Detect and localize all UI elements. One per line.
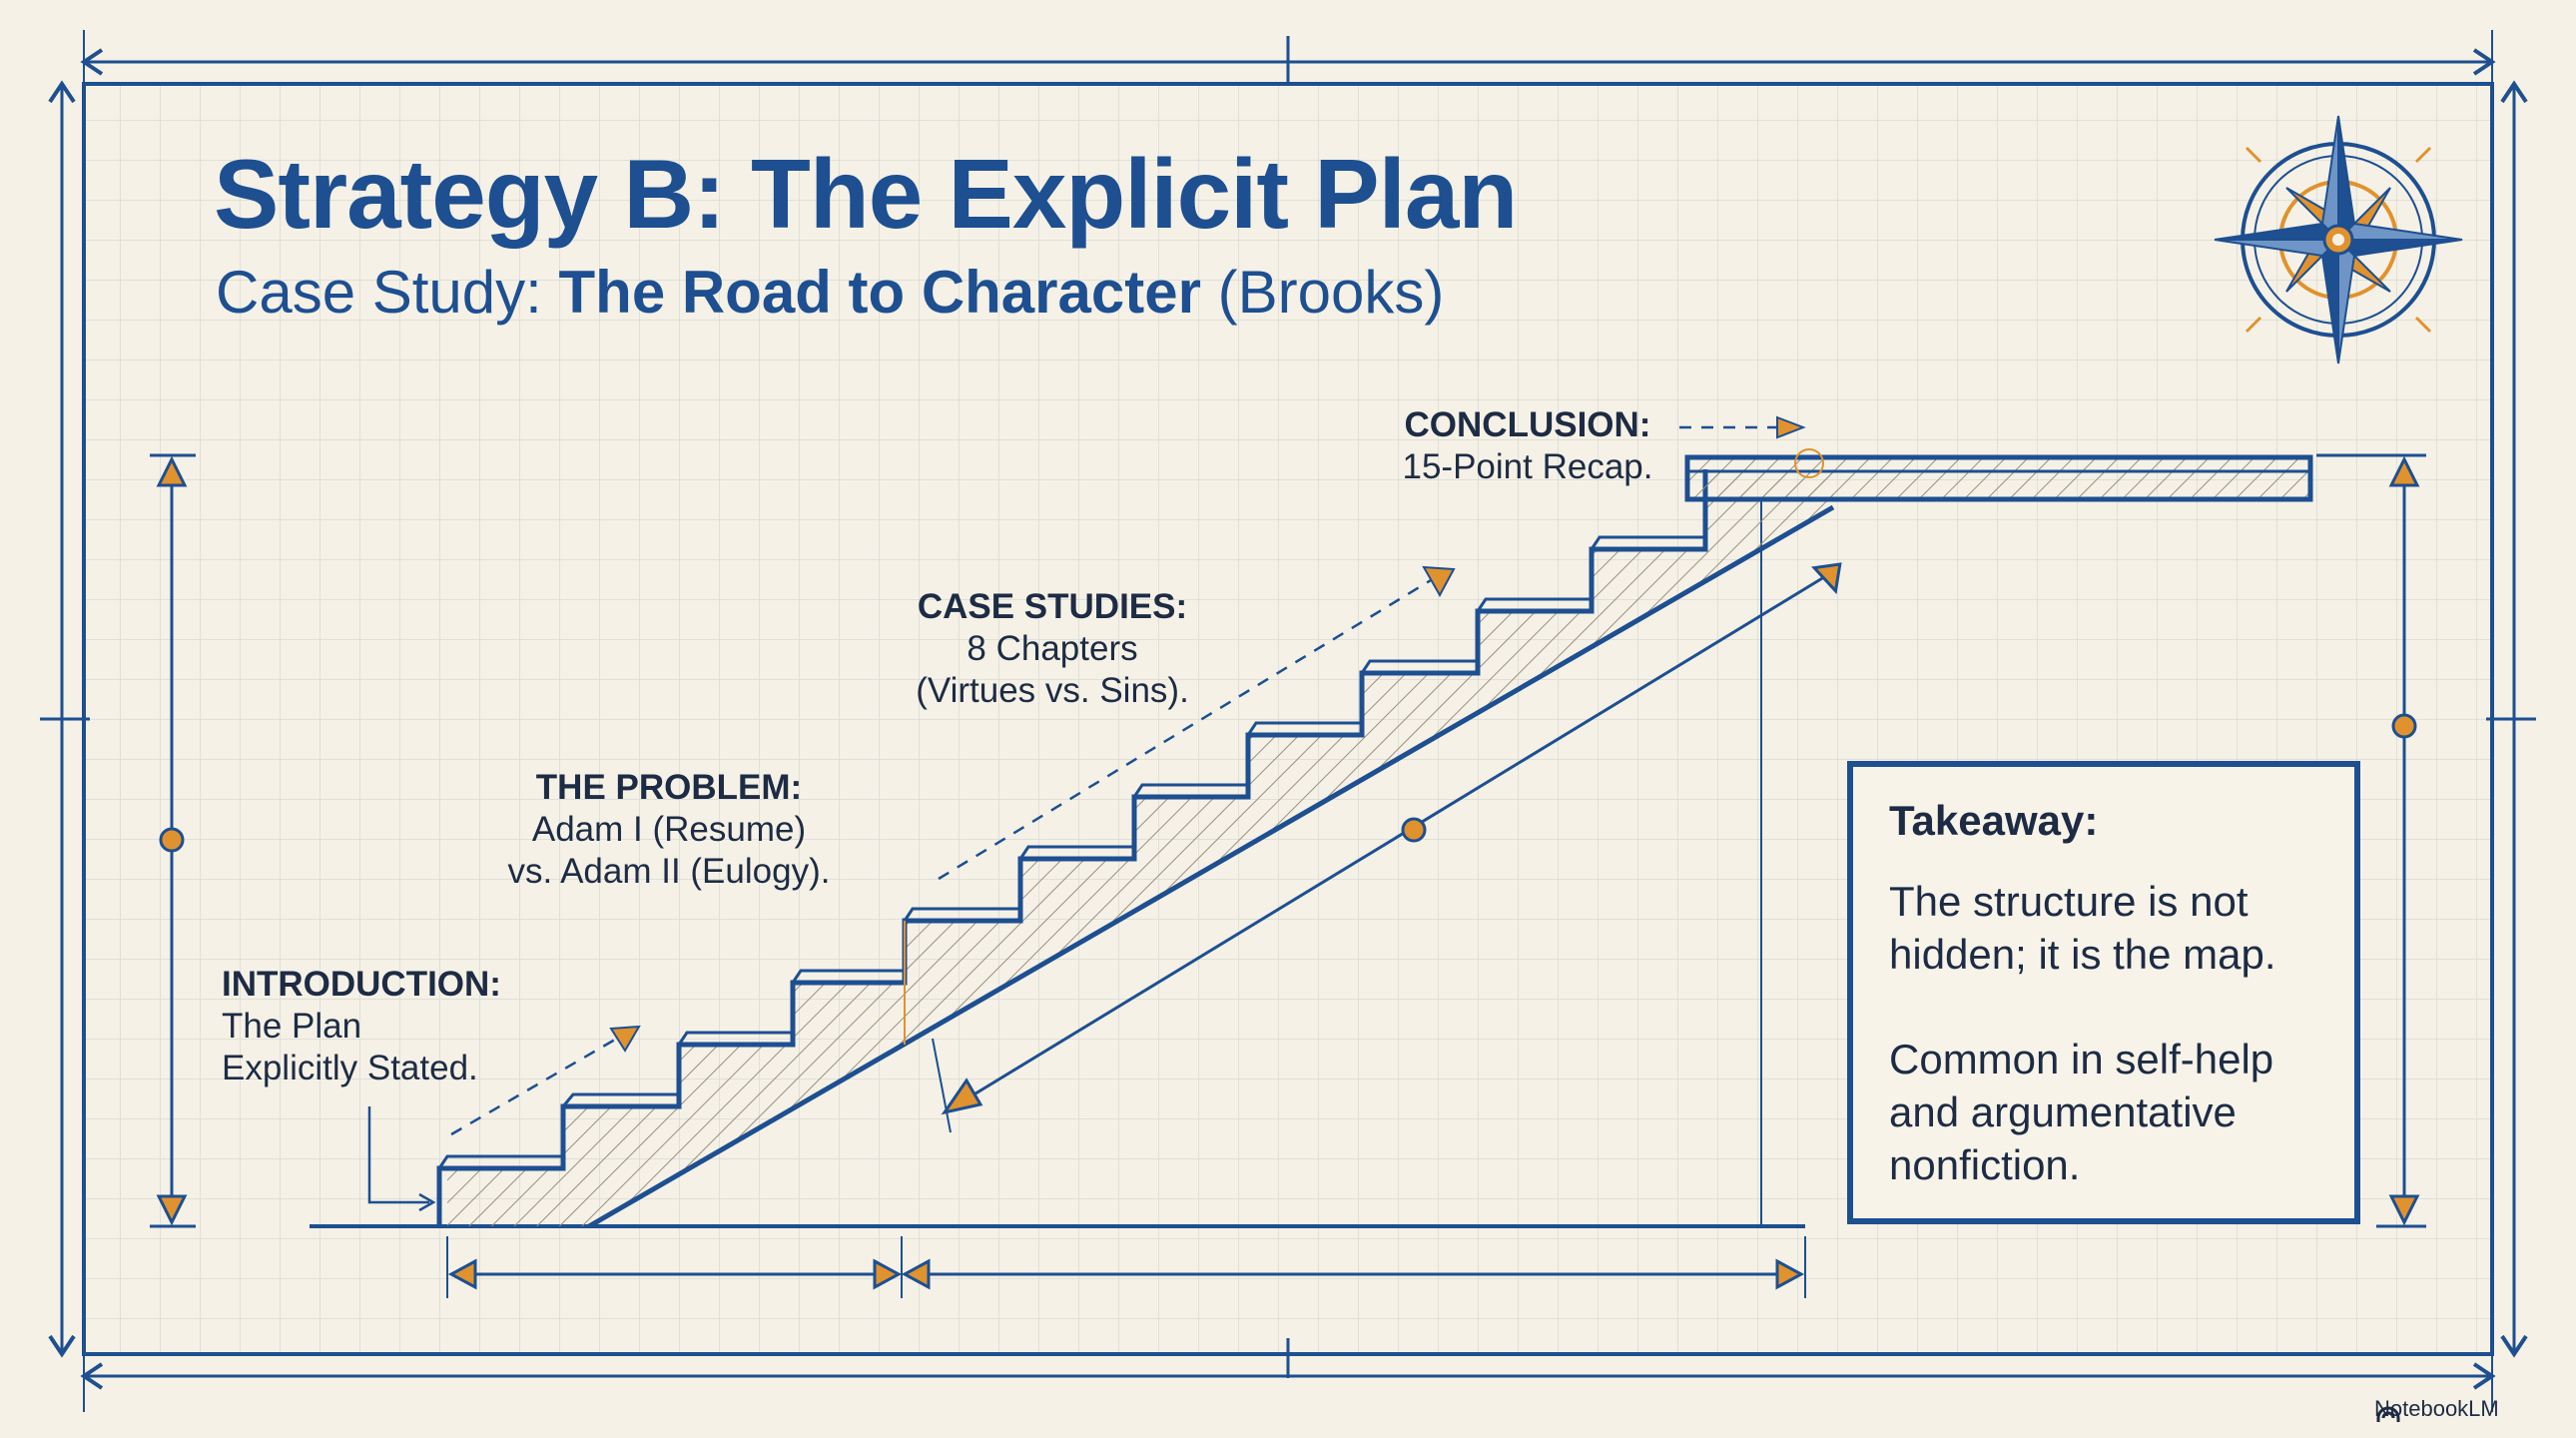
problem-line-1: Adam I (Resume): [531, 810, 807, 849]
introduction-line-2: Explicitly Stated.: [222, 1049, 478, 1087]
step-label-problem: THE PROBLEM: Adam I (Resume) vs. Adam II…: [479, 767, 859, 893]
takeaway-box: Takeaway: The structure is not hidden; i…: [1847, 761, 2360, 1224]
subtitle-prefix: Case Study:: [216, 259, 559, 326]
leader-arrowheads: [609, 415, 1806, 1053]
compass-rose-icon: [2214, 115, 2463, 364]
subtitle: Case Study: The Road to Character (Brook…: [216, 258, 1444, 327]
incline-dimension: [932, 562, 1842, 1133]
label-leaders: [450, 425, 1781, 1136]
page-title: Strategy B: The Explicit Plan: [214, 139, 1518, 249]
conclusion-line-1: 15-Point Recap.: [1402, 447, 1653, 486]
introduction-heading: INTRODUCTION:: [222, 965, 501, 1004]
step-label-introduction: INTRODUCTION: The Plan Explicitly Stated…: [222, 964, 501, 1089]
case-studies-line-1: 8 Chapters: [966, 629, 1138, 668]
introduction-line-1: The Plan: [222, 1007, 362, 1046]
case-studies-heading: CASE STUDIES:: [917, 587, 1188, 626]
takeaway-p1-line-2: hidden; it is the map.: [1889, 931, 2276, 978]
subtitle-suffix: (Brooks): [1200, 259, 1445, 326]
takeaway-paragraph-2: Common in self-help and argumentative no…: [1889, 1033, 2318, 1191]
case-studies-line-2: (Virtues vs. Sins).: [916, 671, 1189, 710]
takeaway-heading: Takeaway:: [1889, 797, 2099, 844]
takeaway-paragraph-1: The structure is not hidden; it is the m…: [1889, 875, 2318, 981]
left-height-dimension: [150, 453, 196, 1228]
problem-line-2: vs. Adam II (Eulogy).: [507, 852, 831, 891]
staircase: [436, 448, 2313, 1229]
drawing-frame: [40, 30, 2536, 1412]
notebooklm-logo-icon: [2376, 1406, 2400, 1422]
takeaway-p2-line-1: Common in self-help: [1889, 1036, 2274, 1082]
takeaway-p1-line-1: The structure is not: [1889, 878, 2249, 925]
right-height-dimension: [2316, 453, 2426, 1228]
conclusion-heading: CONCLUSION:: [1404, 405, 1651, 444]
intro-pointer: [367, 1106, 436, 1212]
brand-label: NotebookLM: [2374, 1396, 2499, 1421]
length-dimension: [447, 1258, 1805, 1290]
step-label-conclusion: CONCLUSION: 15-Point Recap.: [1378, 404, 1677, 488]
takeaway-p2-line-3: nonfiction.: [1889, 1141, 2081, 1188]
subtitle-book-title: The Road to Character: [558, 259, 1201, 326]
step-label-case-studies: CASE STUDIES: 8 Chapters (Virtues vs. Si…: [871, 586, 1234, 712]
problem-heading: THE PROBLEM:: [535, 768, 803, 807]
takeaway-p2-line-2: and argumentative: [1889, 1088, 2237, 1135]
